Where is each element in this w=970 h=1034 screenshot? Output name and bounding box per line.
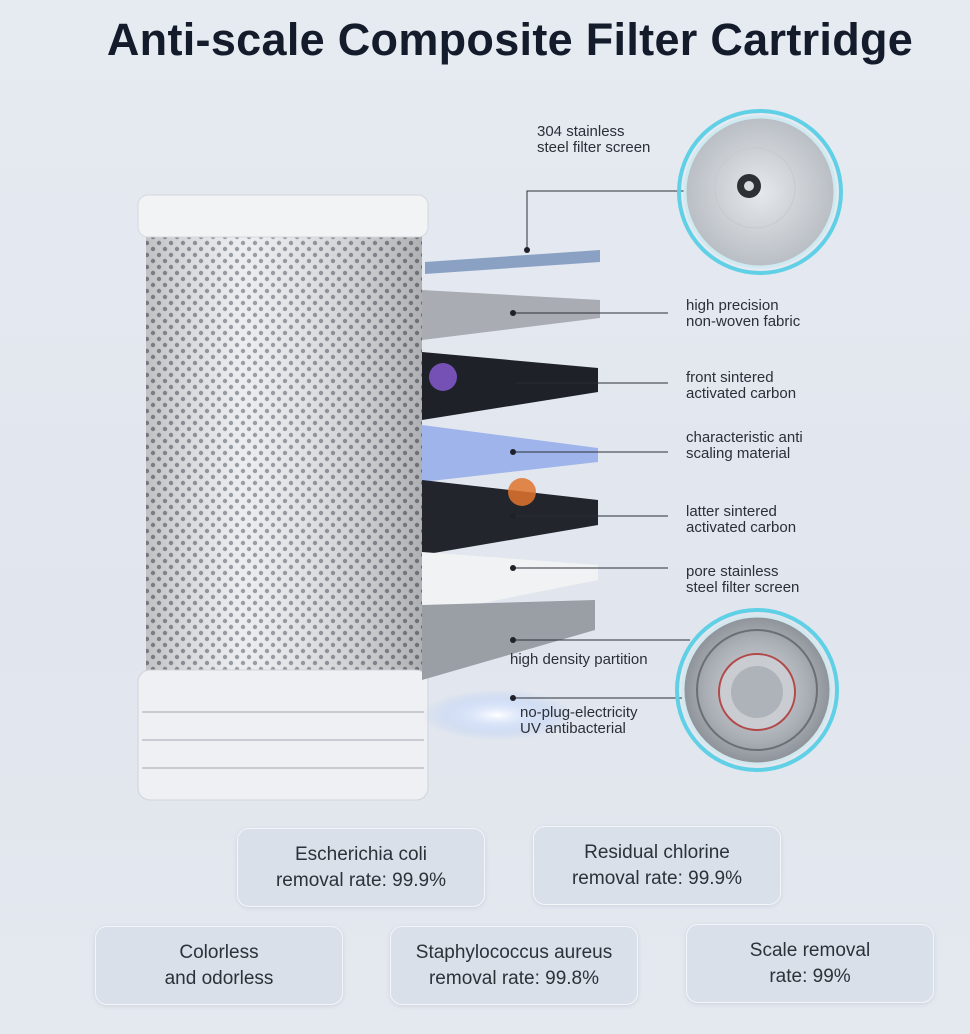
badge-line: Scale removal xyxy=(749,939,871,961)
page-title: Anti-scale Composite Filter Cartridge xyxy=(106,14,914,65)
label-line: latter sintered xyxy=(686,503,777,520)
badge-line: removal rate: 99.8% xyxy=(428,967,600,989)
layer-label-partition: high density partition xyxy=(510,652,648,668)
badge-staphylococcus: Staphylococcus aureus removal rate: 99.8% xyxy=(390,926,638,1005)
badge-line: rate: 99% xyxy=(769,965,851,987)
label-line: 304 stainless xyxy=(537,123,625,140)
label-line: non-woven fabric xyxy=(686,313,801,330)
badge-line: removal rate: 99.9% xyxy=(571,867,743,889)
label-line: steel filter screen xyxy=(537,139,651,156)
label-line: high density partition xyxy=(510,651,648,668)
badge-colorless: Colorless and odorless xyxy=(95,926,343,1005)
label-line: activated carbon xyxy=(686,519,797,536)
label-line: characteristic anti xyxy=(686,429,803,446)
badge-line: Escherichia coli xyxy=(295,843,427,865)
label-line: no-plug-electricity xyxy=(520,704,638,721)
label-line: high precision xyxy=(686,297,779,314)
label-line: scaling material xyxy=(686,445,791,462)
badge-line: Staphylococcus aureus xyxy=(415,941,613,963)
label-line: steel filter screen xyxy=(686,579,800,596)
badge-line: Colorless xyxy=(179,941,259,963)
filter-cartridge xyxy=(137,194,429,801)
label-line: front sintered xyxy=(686,369,774,386)
label-line: pore stainless xyxy=(686,563,779,580)
badge-line: Residual chlorine xyxy=(584,841,730,863)
badge-chlorine: Residual chlorine removal rate: 99.9% xyxy=(533,826,781,905)
badge-line: removal rate: 99.9% xyxy=(275,869,447,891)
badge-e-coli: Escherichia coli removal rate: 99.9% xyxy=(237,828,485,907)
bottom-detail-circle xyxy=(675,608,839,772)
label-line: UV antibacterial xyxy=(520,720,626,737)
callout-lines xyxy=(513,190,745,699)
top-detail-circle xyxy=(677,109,843,275)
badge-line: and odorless xyxy=(164,967,274,989)
label-line: activated carbon xyxy=(686,385,797,402)
badge-scale-removal: Scale removal rate: 99% xyxy=(686,924,934,1003)
